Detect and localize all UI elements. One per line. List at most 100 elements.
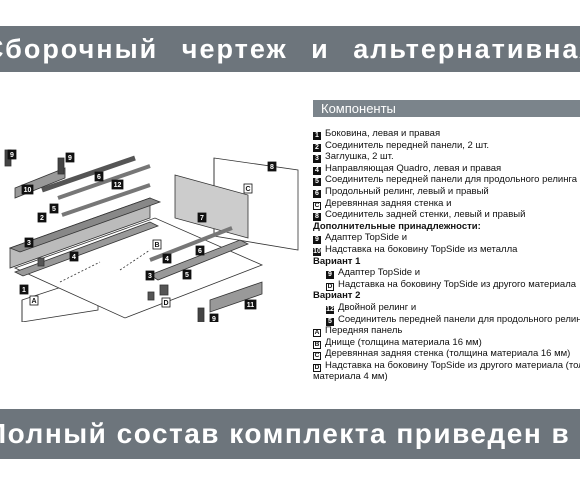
callout-label: D xyxy=(163,300,168,307)
legend-text: Деревянная задняя стенка и xyxy=(325,197,452,209)
legend-marker: 5 xyxy=(326,317,334,326)
callout-label: 5 xyxy=(185,272,189,279)
callout-marker xyxy=(145,270,155,281)
callout-label: 6 xyxy=(198,248,202,255)
legend-header: Компоненты xyxy=(313,100,580,117)
legend-text: материала 4 мм) xyxy=(313,371,388,383)
legend-item: 9 Адаптер TopSide и xyxy=(313,232,580,245)
legend-item: C Деревянная задняя стенка и xyxy=(313,198,580,210)
callout-marker xyxy=(197,212,207,223)
callout-label: 1 xyxy=(22,287,26,294)
callout-marker xyxy=(65,152,75,163)
legend-text: Надставка на боковину TopSide из металла xyxy=(325,243,518,255)
callout-marker xyxy=(162,253,172,264)
legend-text: Адаптер TopSide и xyxy=(325,232,408,244)
legend-item: материала 4 мм) xyxy=(313,371,580,383)
legend-item: 5 Соединитель передней панели для продоль… xyxy=(313,314,580,326)
top-banner-text: Сборочный чертеж и альтернативная компле… xyxy=(0,34,580,64)
callout-marker xyxy=(209,313,219,322)
legend-marker: C xyxy=(313,201,321,210)
legend-marker: 2 xyxy=(313,143,321,152)
legend-item: 4 Направляющая Quadro, левая и правая xyxy=(313,163,580,175)
callout-marker xyxy=(37,212,47,223)
callout-marker xyxy=(94,171,104,182)
callout-label: 3 xyxy=(27,240,31,247)
legend-text: Деревянная задняя стенка (толщина матери… xyxy=(325,348,571,360)
callout-marker xyxy=(244,299,257,310)
callout-marker xyxy=(21,184,34,195)
legend-text: Надставка на боковину TopSide из другого… xyxy=(325,359,580,371)
callout-label: 6 xyxy=(97,174,101,181)
callout-marker xyxy=(49,203,59,214)
callout-label: 7 xyxy=(200,215,204,222)
legend-text: Дополнительные принадлежности: xyxy=(313,220,481,232)
callout-marker xyxy=(111,179,124,190)
legend-marker: 8 xyxy=(313,213,321,222)
callout-marker xyxy=(243,183,253,194)
callout-label: 11 xyxy=(247,302,255,309)
legend-item: Вариант 2 xyxy=(313,290,580,302)
legend-marker: 1 xyxy=(313,132,321,140)
callout-label: 4 xyxy=(72,254,76,261)
legend-text: Передняя панель xyxy=(325,325,403,337)
callout-marker xyxy=(152,239,162,250)
legend-text: Вариант 2 xyxy=(313,290,361,302)
callout-label: 5 xyxy=(52,206,56,213)
legend-item: 6 Продольный релинг, левый и правый xyxy=(313,186,580,198)
legend-marker: A xyxy=(313,329,321,338)
legend-item: C Деревянная задняя стенка (толщина матер… xyxy=(313,348,580,361)
callout-label: 12 xyxy=(114,182,122,189)
callout-label: 3 xyxy=(148,273,152,280)
legend-marker: 6 xyxy=(313,189,321,198)
callout-marker xyxy=(19,284,29,295)
legend-marker: 4 xyxy=(313,166,321,175)
legend-marker: 12 xyxy=(326,305,334,314)
legend-text: Днище (толщина материала 16 мм) xyxy=(325,336,482,348)
callout-label: A xyxy=(31,298,36,305)
legend-text: Вариант 1 xyxy=(313,255,361,267)
legend-text: Адаптер TopSide и xyxy=(338,267,421,279)
legend-text: Надставка на боковину TopSide из другого… xyxy=(338,278,577,290)
legend-item: 1 Боковина, левая и правая xyxy=(313,128,580,140)
legend-item: 9 Адаптер TopSide и xyxy=(313,267,580,280)
callout-marker xyxy=(267,161,277,172)
legend-marker: 9 xyxy=(326,271,334,280)
top-banner: Сборочный чертеж и альтернативная компле… xyxy=(0,26,580,72)
legend-item: Вариант 1 xyxy=(313,256,580,268)
legend-item: D Надставка на боковину TopSide из другог… xyxy=(313,360,580,372)
legend-marker: 9 xyxy=(313,236,321,245)
legend-marker: 5 xyxy=(313,178,321,187)
callout-label: 8 xyxy=(270,164,274,171)
bottom-banner: Полный состав комплекта приведен в описа… xyxy=(0,409,580,459)
callout-marker xyxy=(24,237,34,248)
legend-text: Продольный релинг, левый и правый xyxy=(325,185,489,197)
legend-text: Направляющая Quadro, левая и правая xyxy=(325,162,502,174)
legend-marker: B xyxy=(313,340,321,349)
callout-marker xyxy=(7,149,17,160)
callout-label: B xyxy=(154,242,159,249)
legend-text: Боковина, левая и правая xyxy=(325,128,441,139)
legend-marker: C xyxy=(313,352,321,361)
legend-item: B Днище (толщина материала 16 мм) xyxy=(313,337,580,349)
callout-label: 4 xyxy=(165,256,169,263)
legend-text: Соединитель передней панели для продольн… xyxy=(338,313,580,325)
legend-text: Заглушка, 2 шт. xyxy=(325,151,394,163)
legend-item: A Передняя панель xyxy=(313,325,580,338)
legend-marker: D xyxy=(313,363,321,372)
callout-label: 2 xyxy=(40,215,44,222)
callout-label: 9 xyxy=(10,152,14,159)
callout-label: C xyxy=(245,186,250,193)
callout-label: 9 xyxy=(212,316,216,322)
legend-marker: 10 xyxy=(313,247,321,256)
callout-label: 10 xyxy=(24,187,32,194)
callout-marker xyxy=(195,245,205,256)
